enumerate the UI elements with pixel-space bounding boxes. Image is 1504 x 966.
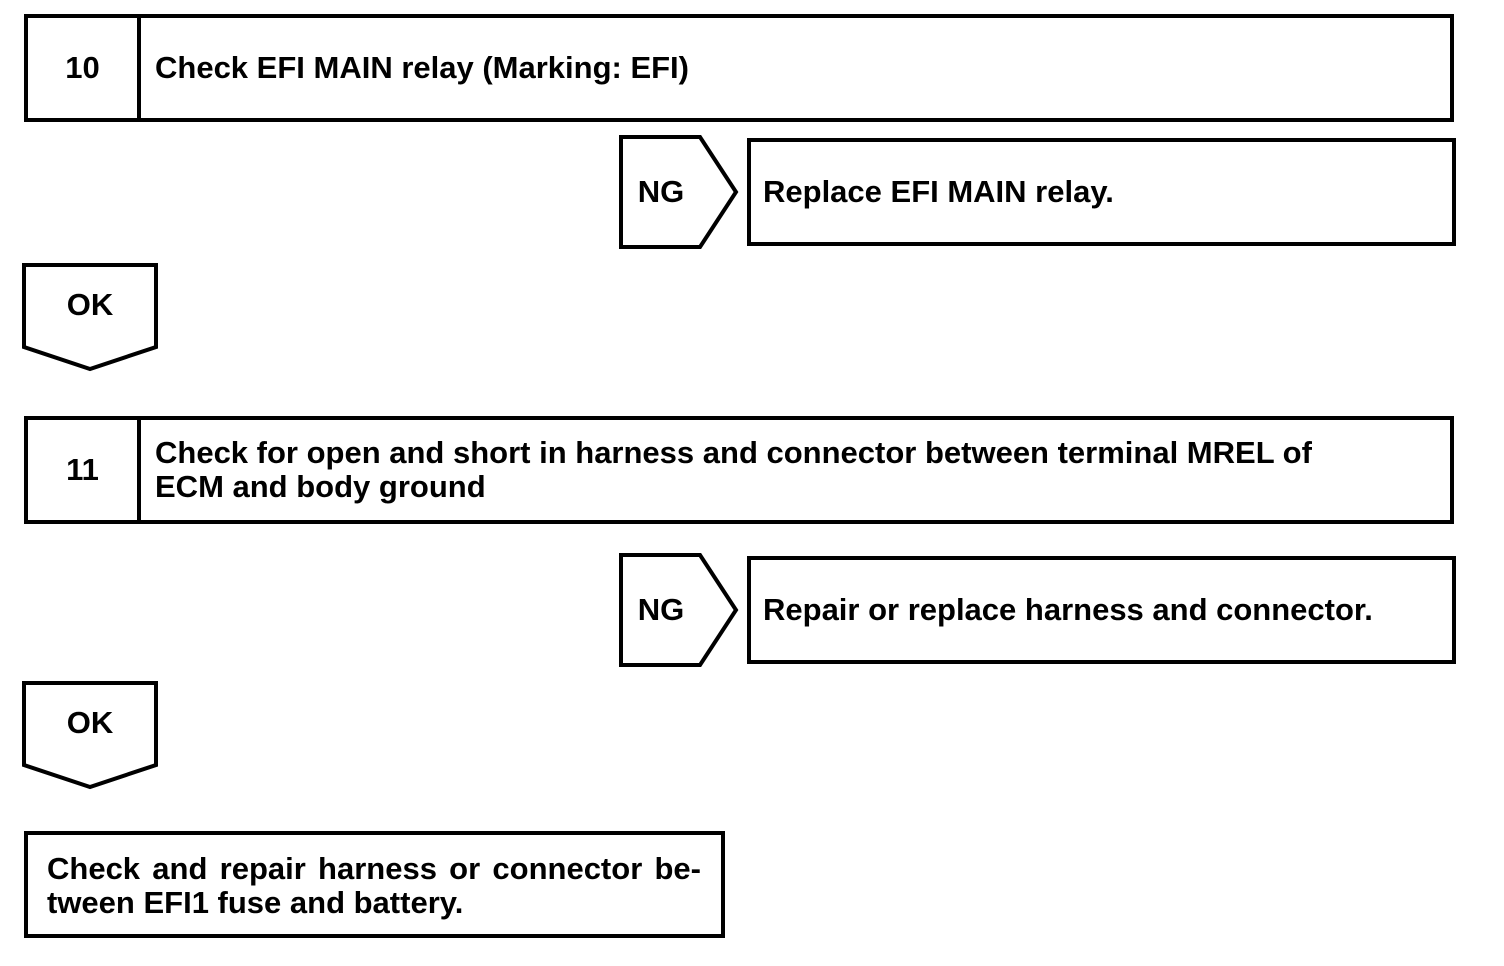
step-10-box: 10 Check EFI MAIN relay (Marking: EFI) [24, 14, 1454, 122]
step-11-box: 11 Check for open and short in harness a… [24, 416, 1454, 524]
final-action-line1: Check and repair harness or connector be… [47, 851, 701, 886]
step-11-ng-result-box: Repair or replace harness and connector. [747, 556, 1456, 664]
step-11-ok-branch: OK [22, 681, 158, 791]
step-11-ng-label: NG [637, 592, 685, 627]
step-10-ng-result-box: Replace EFI MAIN relay. [747, 138, 1456, 246]
step-10-ng-label: NG [637, 174, 685, 209]
ok-arrow-icon [22, 263, 158, 372]
ng-arrow-icon [619, 553, 739, 667]
step-11-title-line1: Check for open and short in harness and … [155, 435, 1312, 470]
step-11-ng-result-text: Repair or replace harness and connector. [763, 592, 1373, 627]
step-10-ng-branch: NG [619, 135, 739, 249]
step-10-title: Check EFI MAIN relay (Marking: EFI) [141, 18, 1450, 118]
final-action-box: Check and repair harness or connector be… [24, 831, 725, 938]
step-11-ng-branch: NG [619, 553, 739, 667]
step-10-ng-result-text: Replace EFI MAIN relay. [763, 174, 1114, 209]
step-11-title: Check for open and short in harness and … [141, 420, 1450, 520]
final-action-line2: tween EFI1 fuse and battery. [47, 885, 464, 920]
ng-arrow-icon [619, 135, 739, 249]
step-10-ok-branch: OK [22, 263, 158, 373]
ok-arrow-icon [22, 681, 158, 790]
step-11-title-line2: ECM and body ground [155, 469, 486, 504]
step-10-ok-label: OK [66, 287, 114, 322]
step-11-number: 11 [28, 420, 141, 520]
step-10-number: 10 [28, 18, 141, 118]
step-11-ok-label: OK [66, 705, 114, 740]
step-10-title-text: Check EFI MAIN relay (Marking: EFI) [155, 50, 689, 85]
